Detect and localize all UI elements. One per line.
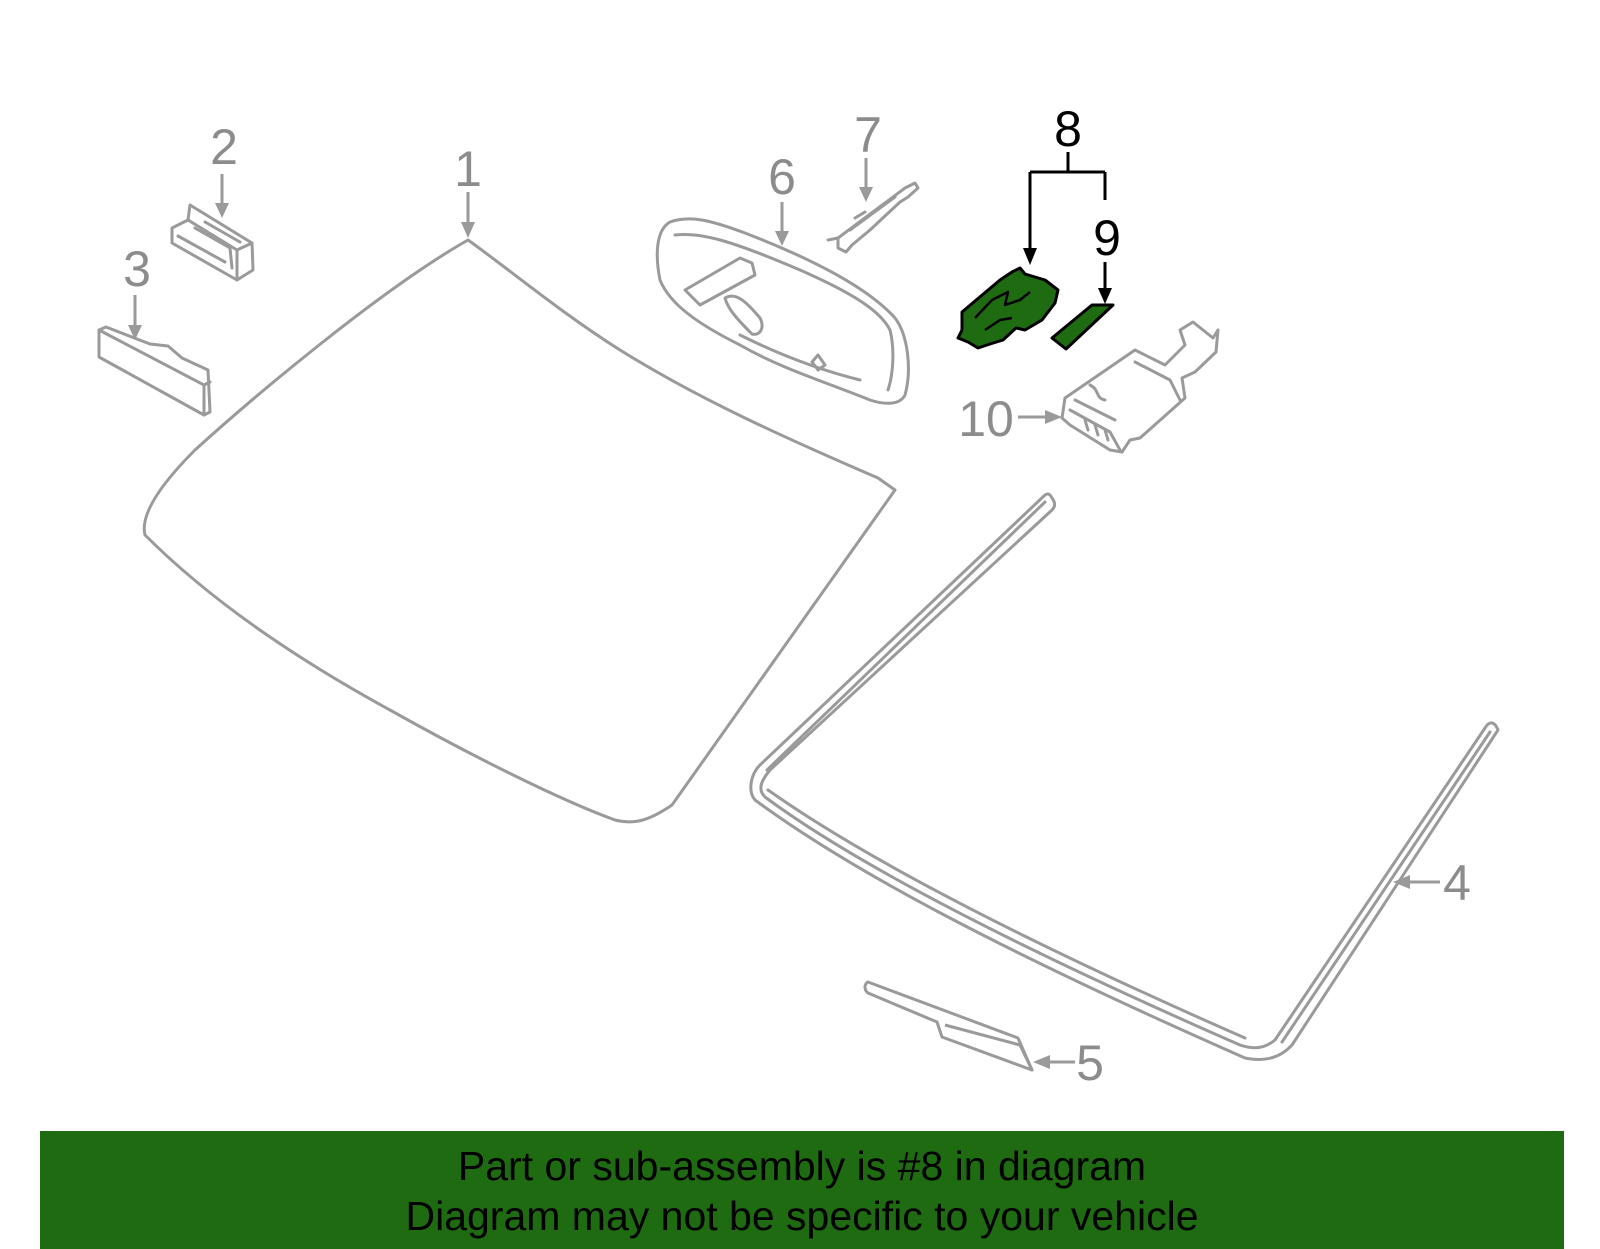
part-4-moulding[interactable] [749,492,1500,1061]
callout-2: 2 [210,119,238,175]
callout-10: 10 [958,391,1014,447]
callout-1: 1 [454,141,482,197]
part-9-body[interactable] [1050,303,1115,351]
callout-labels: 1 2 3 4 5 6 7 8 9 10 [123,101,1471,1091]
callout-6: 6 [768,149,796,205]
part-1-windshield[interactable] [142,238,897,824]
part-6-mirror[interactable] [655,217,910,405]
part-3-trim[interactable] [97,325,212,417]
callout-3: 3 [123,241,151,297]
part-5-cowl[interactable] [863,980,1034,1072]
part-7-bracket[interactable] [826,181,920,254]
callout-leaders [128,158,1440,1069]
banner-line-2: Diagram may not be specific to your vehi… [405,1193,1199,1239]
info-banner: Part or sub-assembly is #8 in diagram Di… [40,1131,1564,1249]
part-2-clip[interactable] [170,203,255,282]
part-8-body[interactable] [956,266,1060,350]
part-9-pad[interactable] [1050,303,1115,351]
callout-leaders-highlight [1023,152,1112,304]
part-8-sensor-assembly[interactable] [956,266,1060,350]
callout-8: 8 [1054,101,1082,157]
callout-4: 4 [1443,855,1471,911]
callout-7: 7 [854,107,882,163]
callout-5: 5 [1076,1035,1104,1091]
part-10-sensor[interactable] [1060,320,1220,454]
callout-9: 9 [1093,210,1121,266]
banner-background [40,1131,1564,1249]
banner-line-1: Part or sub-assembly is #8 in diagram [457,1143,1147,1189]
